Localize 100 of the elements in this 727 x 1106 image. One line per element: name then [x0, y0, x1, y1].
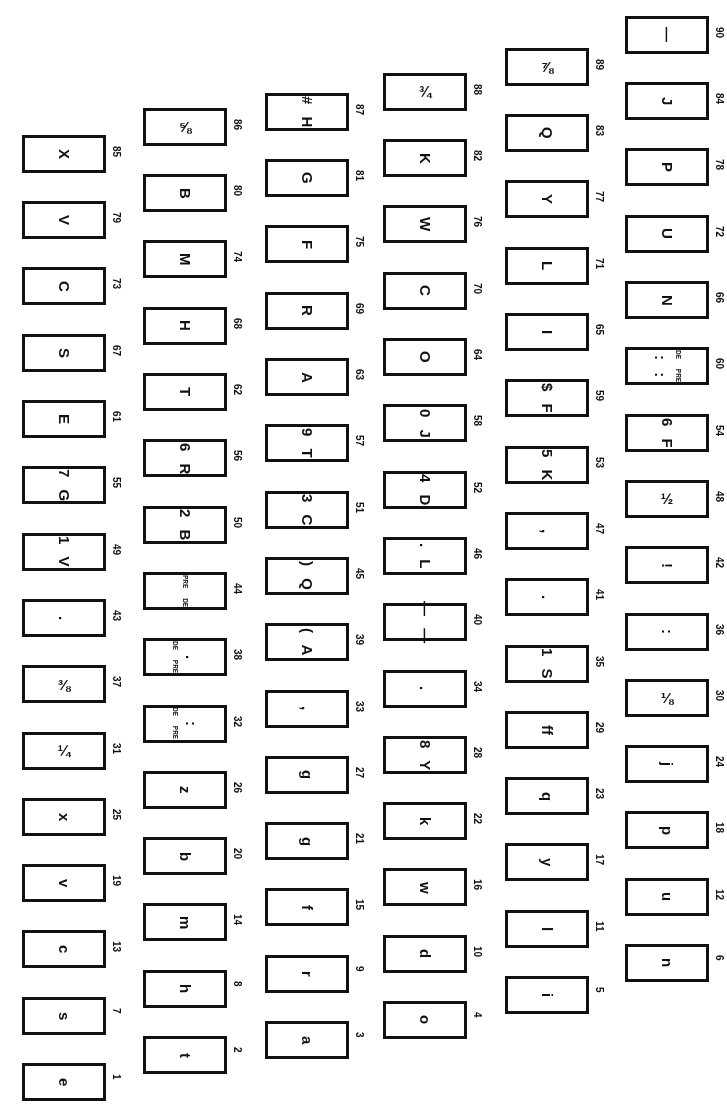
key-legend: 6 R	[177, 442, 193, 474]
key-box	[505, 47, 589, 86]
key-box	[22, 598, 106, 637]
key-legend: t	[177, 1052, 193, 1058]
reference-number: 4	[472, 1012, 482, 1018]
reference-number: 45	[354, 567, 364, 579]
reference-number: 41	[594, 589, 604, 601]
reference-number: 84	[714, 93, 724, 105]
reference-number: 65	[594, 324, 604, 336]
reference-number: 3	[354, 1032, 364, 1038]
key-box	[383, 139, 467, 178]
reference-number: 60	[714, 358, 724, 370]
key-box	[265, 159, 349, 198]
key-box	[22, 797, 106, 836]
key-legend: a	[299, 1035, 315, 1045]
key-box	[265, 822, 349, 861]
key-legend: V	[56, 215, 72, 226]
reference-number: 53	[594, 456, 604, 468]
key-box	[143, 704, 227, 743]
reference-number: 5	[594, 987, 604, 993]
key-box	[625, 944, 709, 982]
key-box	[143, 174, 227, 213]
reference-number: 67	[111, 344, 121, 356]
reference-number: 49	[111, 543, 121, 555]
key-legend: .	[539, 595, 555, 600]
key-box	[383, 669, 467, 708]
reference-number: 68	[232, 317, 242, 329]
key-box	[265, 755, 349, 794]
key-legend: . L	[417, 543, 433, 569]
key-legend: i	[539, 992, 555, 998]
key-box	[22, 930, 106, 969]
key-box	[265, 490, 349, 529]
key-box	[505, 246, 589, 285]
key-box	[265, 1021, 349, 1059]
key-box	[625, 745, 709, 784]
key-box	[505, 379, 589, 418]
reference-number: 47	[594, 522, 604, 534]
key-box	[625, 678, 709, 717]
key-legend: e	[56, 1077, 72, 1087]
key-box	[265, 291, 349, 330]
key-legend: ⅝	[177, 118, 193, 136]
reference-number: 43	[111, 609, 121, 621]
reference-number: 59	[594, 390, 604, 402]
key-box	[265, 954, 349, 993]
reference-number: 29	[594, 721, 604, 733]
key-box	[625, 479, 709, 518]
reference-number: 24	[714, 756, 724, 768]
key-legend: .	[417, 686, 433, 691]
key-legend: ¾	[417, 83, 433, 101]
key-box	[383, 1001, 467, 1039]
key-legend: —	[659, 27, 675, 43]
reference-number: 78	[714, 159, 724, 171]
key-legend: h	[177, 984, 193, 994]
reference-number: 36	[714, 623, 724, 635]
key-legend: p	[659, 825, 675, 835]
key-legend: n	[659, 958, 675, 968]
key-legend: o	[417, 1015, 433, 1025]
reference-number: 9	[354, 965, 364, 972]
reference-number: 52	[472, 481, 482, 493]
key-box	[505, 114, 589, 153]
reference-number: 1	[111, 1074, 121, 1080]
reference-number: 61	[111, 411, 121, 423]
key-legend: y	[539, 858, 555, 867]
key-legend: l	[539, 926, 555, 931]
key-box	[505, 777, 589, 816]
key-box	[265, 689, 349, 728]
key-legend: L	[539, 261, 555, 271]
reference-number: 79	[111, 212, 121, 224]
key-legend: x	[56, 812, 72, 821]
key-box	[505, 843, 589, 882]
key-legend: ¼	[56, 742, 72, 759]
key-box	[265, 623, 349, 662]
key-legend: g	[299, 836, 315, 846]
key-legend: M	[177, 253, 193, 266]
reference-number: 66	[714, 292, 724, 304]
key-legend: P	[659, 162, 675, 173]
key-legend: W	[417, 217, 433, 232]
key-legend: ,	[299, 706, 315, 711]
reference-number: 21	[354, 833, 364, 845]
key-box	[265, 888, 349, 927]
reference-number: 13	[111, 941, 121, 953]
reference-number: 11	[594, 920, 604, 932]
reference-number: 75	[354, 236, 364, 248]
key-box	[505, 313, 589, 351]
reference-number: 18	[714, 822, 724, 834]
key-box	[143, 306, 227, 345]
key-box	[265, 92, 349, 131]
key-legend: 7 G	[56, 469, 72, 502]
key-legend: ,	[539, 528, 555, 533]
key-legend: 9 T	[299, 428, 315, 459]
key-legend: U	[659, 228, 675, 240]
reference-number: 88	[472, 83, 482, 95]
key-legend: R	[299, 305, 315, 317]
key-box	[625, 612, 709, 651]
key-box	[505, 578, 589, 617]
key-box	[22, 333, 106, 372]
reference-number: 72	[714, 225, 724, 237]
key-box	[505, 710, 589, 749]
key-box	[143, 837, 227, 876]
reference-number: 17	[594, 854, 604, 866]
